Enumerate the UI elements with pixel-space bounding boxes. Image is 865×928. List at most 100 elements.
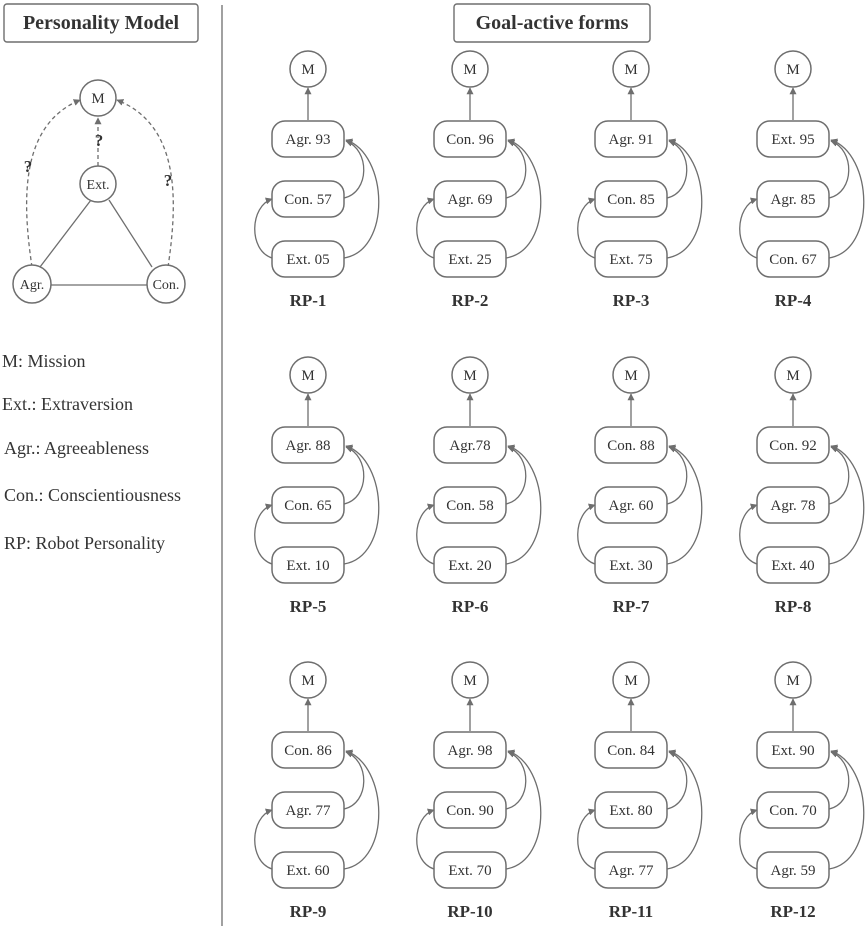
agreeableness-node-label: Agr. xyxy=(20,278,45,293)
form-trait-label: Agr. 59 xyxy=(771,863,816,879)
form-rp-label: RP-8 xyxy=(775,597,812,616)
legend-item-mission: M: Mission xyxy=(2,351,86,371)
form-trait-label: Con. 58 xyxy=(446,498,494,514)
form-trait-label: Con. 88 xyxy=(607,438,655,454)
form-trait-label: Agr. 77 xyxy=(286,803,332,819)
form-trait-box xyxy=(271,180,345,218)
form-trait-box xyxy=(271,120,345,158)
goal-active-forms-panel: Goal-active forms M Agr. 93 Con. 57 Ext. 05… xyxy=(254,3,865,921)
form-trait-box xyxy=(594,426,668,464)
form-trait-label: Con. 65 xyxy=(284,498,332,514)
form-arc-bottom-to-middle xyxy=(416,808,435,870)
form-trait-box xyxy=(271,791,345,829)
legend: M: Mission Ext.: Extraversion Agr.: Agre… xyxy=(2,351,181,553)
legend-item-agreeableness: Agr.: Agreeableness xyxy=(4,438,149,458)
form-rp-label: RP-4 xyxy=(775,291,812,310)
form-mission-label: M xyxy=(301,673,314,689)
form-rp-label: RP-7 xyxy=(613,597,650,616)
form-trait-box xyxy=(433,791,507,829)
form-rp-label: RP-5 xyxy=(290,597,327,616)
form-mission-node xyxy=(289,661,327,699)
form-trait-label: Ext. 40 xyxy=(771,558,814,574)
form-trait-label: Agr. 88 xyxy=(286,438,331,454)
form-trait-label: Con. 90 xyxy=(446,803,494,819)
form-arc-bottom-to-top xyxy=(505,749,542,870)
form-trait-label: Ext. 80 xyxy=(609,803,652,819)
question-mark-right: ? xyxy=(164,171,173,190)
form-mission-label: M xyxy=(786,368,799,384)
form-trait-box xyxy=(433,486,507,524)
form-rp-label: RP-11 xyxy=(609,902,653,921)
form-mission-label: M xyxy=(463,368,476,384)
form-mission-node xyxy=(612,50,650,88)
legend-item-extraversion: Ext.: Extraversion xyxy=(2,394,133,414)
form-mission-label: M xyxy=(463,673,476,689)
form-trait-box xyxy=(756,791,830,829)
form-mission-label: M xyxy=(301,368,314,384)
form-trait-box xyxy=(756,426,830,464)
form-trait-box xyxy=(594,791,668,829)
form-trait-label: Agr. 93 xyxy=(286,132,331,148)
form-rp-label: RP-6 xyxy=(452,597,489,616)
form-trait-box xyxy=(594,180,668,218)
goal-active-forms-header xyxy=(453,3,651,43)
goal-active-forms-title: Goal-active forms xyxy=(476,12,629,34)
form-rp-label: RP-12 xyxy=(770,902,815,921)
form-mission-label: M xyxy=(301,62,314,78)
form-arc-bottom-to-middle xyxy=(739,503,758,565)
form-trait-box xyxy=(756,546,830,584)
form-trait-box xyxy=(271,731,345,769)
form-trait-label: Con. 85 xyxy=(607,192,655,208)
form-trait-label: Ext. 05 xyxy=(286,252,329,268)
form-trait-label: Ext. 75 xyxy=(609,252,652,268)
agreeableness-node xyxy=(12,264,52,304)
form-arc-bottom-to-top xyxy=(505,138,542,259)
form-trait-label: Con. 92 xyxy=(769,438,817,454)
form-arc-bottom-to-top xyxy=(666,138,703,259)
question-mark-left: ? xyxy=(24,157,33,176)
mission-node-label: M xyxy=(91,91,104,107)
form-rp-label: RP-1 xyxy=(290,291,327,310)
form-mission-label: M xyxy=(624,368,637,384)
personality-model-panel: Personality Model M Ext. Agr. Con. ? ? ? xyxy=(3,3,199,304)
form-rp-3: M Agr. 91 Con. 85 Ext. 75 RP-3 xyxy=(577,50,703,310)
form-rp-label: RP-2 xyxy=(452,291,489,310)
form-arc-bottom-to-top xyxy=(828,749,865,870)
form-trait-box xyxy=(756,120,830,158)
form-trait-box xyxy=(433,546,507,584)
form-mission-node xyxy=(774,661,812,699)
form-arc-bottom-to-top xyxy=(343,444,380,565)
form-mission-node xyxy=(612,356,650,394)
form-trait-label: Con. 84 xyxy=(607,743,655,759)
form-trait-box xyxy=(433,851,507,889)
form-trait-label: Ext. 10 xyxy=(286,558,329,574)
form-trait-label: Agr. 69 xyxy=(448,192,493,208)
form-rp-label: RP-3 xyxy=(613,291,650,310)
form-trait-label: Ext. 20 xyxy=(448,558,491,574)
form-mission-node xyxy=(289,356,327,394)
form-mission-node xyxy=(451,356,489,394)
form-arc-bottom-to-middle xyxy=(739,197,758,259)
form-trait-box xyxy=(433,180,507,218)
form-trait-box xyxy=(594,240,668,278)
form-trait-label: Ext. 30 xyxy=(609,558,652,574)
form-arc-bottom-to-middle xyxy=(254,197,273,259)
edge-ext-con xyxy=(108,199,153,268)
form-trait-label: Ext. 60 xyxy=(286,863,329,879)
form-trait-label: Con. 57 xyxy=(284,192,332,208)
form-mission-label: M xyxy=(624,62,637,78)
form-trait-label: Ext. 90 xyxy=(771,743,814,759)
form-trait-box xyxy=(433,426,507,464)
form-trait-box xyxy=(594,851,668,889)
form-arc-bottom-to-top xyxy=(666,444,703,565)
form-trait-label: Con. 96 xyxy=(446,132,494,148)
form-trait-label: Ext. 70 xyxy=(448,863,491,879)
form-trait-box xyxy=(433,731,507,769)
personality-model-title: Personality Model xyxy=(23,12,180,34)
form-trait-label: Agr. 91 xyxy=(609,132,654,148)
form-arc-bottom-to-middle xyxy=(577,197,596,259)
